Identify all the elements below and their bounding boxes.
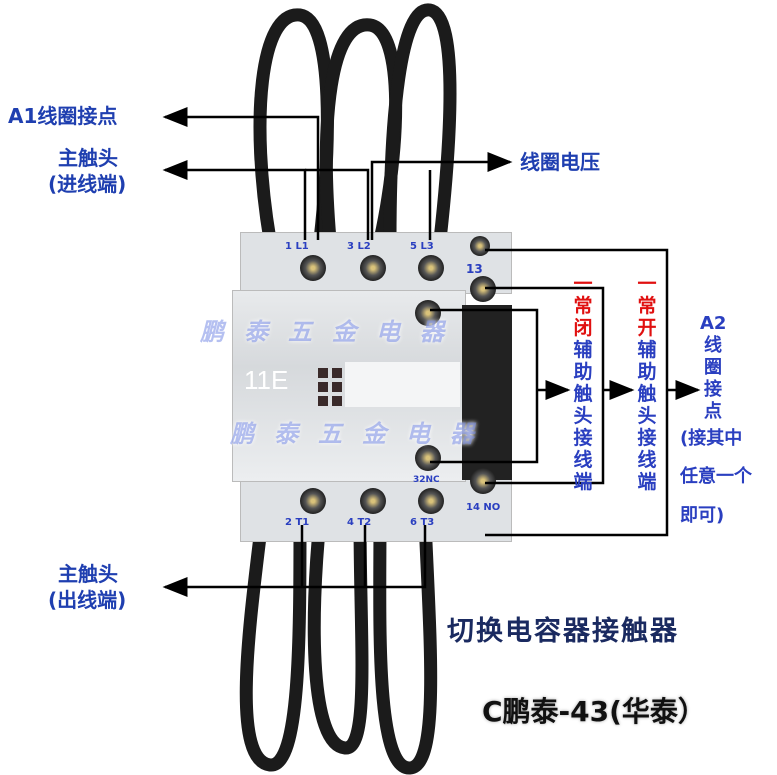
terminal-label: 2 T1 bbox=[285, 517, 310, 528]
main-in-label: 主触头 bbox=[58, 146, 118, 170]
terminal-screw bbox=[360, 488, 386, 514]
terminal-label: 32NC bbox=[413, 475, 440, 485]
terminal-label: 13 bbox=[466, 262, 483, 276]
wire-top-3 bbox=[383, 3, 457, 247]
terminal-screw bbox=[418, 255, 444, 281]
auxiliary-block bbox=[462, 305, 512, 480]
terminal-screw bbox=[300, 255, 326, 281]
main-in-sub-label: (进线端) bbox=[48, 172, 127, 196]
product-title: 切换电容器接触器 bbox=[447, 616, 679, 647]
a2-note: 即可) bbox=[680, 505, 725, 526]
a2-text: A2 bbox=[700, 313, 727, 334]
aux-no-label: 一常开辅助触头接线端 bbox=[636, 273, 658, 493]
vent bbox=[318, 396, 328, 406]
terminal-screw bbox=[300, 488, 326, 514]
terminal-screw bbox=[470, 468, 496, 494]
main-out-label: 主触头 bbox=[58, 562, 118, 586]
terminal-screw bbox=[360, 255, 386, 281]
a2-text: 线 bbox=[704, 335, 722, 356]
vent bbox=[332, 368, 342, 378]
terminal-screw bbox=[415, 445, 441, 471]
nameplate bbox=[345, 362, 460, 407]
terminal-label: 6 T3 bbox=[410, 517, 435, 528]
terminal-label: 4 T2 bbox=[347, 517, 372, 528]
brand-label: C鹏泰-43(华泰） bbox=[482, 695, 706, 728]
terminal-screw bbox=[418, 488, 444, 514]
a2-note: (接其中 bbox=[680, 428, 743, 449]
vent bbox=[318, 382, 328, 392]
a1-label: A1线圈接点 bbox=[8, 104, 118, 128]
a2-text: 圈 bbox=[704, 357, 722, 378]
a2-text: 点 bbox=[704, 401, 722, 422]
terminal-screw bbox=[415, 300, 441, 326]
terminal-label: 14 NO bbox=[466, 502, 501, 513]
aux-nc-label: 一常闭辅助触头接线端 bbox=[572, 273, 594, 493]
watermark: 鹏泰五金电器 bbox=[230, 420, 494, 448]
aux-no-rest: 辅助触头接线端 bbox=[637, 339, 657, 493]
aux-nc-rest: 辅助触头接线端 bbox=[573, 339, 593, 493]
wire-bot-1 bbox=[239, 513, 307, 772]
terminal-label: 3 L2 bbox=[347, 241, 371, 252]
watermark: 鹏泰五金电器 bbox=[200, 318, 464, 346]
vent bbox=[318, 368, 328, 378]
main-out-sub-label: (出线端) bbox=[48, 588, 127, 612]
terminal-label: 5 L3 bbox=[410, 241, 434, 252]
a2-label: A2 线 圈 接 点 bbox=[700, 313, 726, 423]
model-label: 11E bbox=[244, 365, 289, 395]
terminal-label: 1 L1 bbox=[285, 241, 309, 252]
vent bbox=[332, 396, 342, 406]
aux-no-prefix: 一常开 bbox=[637, 273, 657, 339]
a2-text: 接 bbox=[704, 379, 722, 400]
a2-note: 任意一个 bbox=[680, 466, 752, 487]
vent bbox=[332, 382, 342, 392]
wire-bot-3 bbox=[373, 513, 438, 775]
wire-bot-2 bbox=[307, 513, 369, 755]
coil-voltage-label: 线圈电压 bbox=[520, 150, 600, 174]
aux-nc-prefix: 一常闭 bbox=[573, 273, 593, 339]
